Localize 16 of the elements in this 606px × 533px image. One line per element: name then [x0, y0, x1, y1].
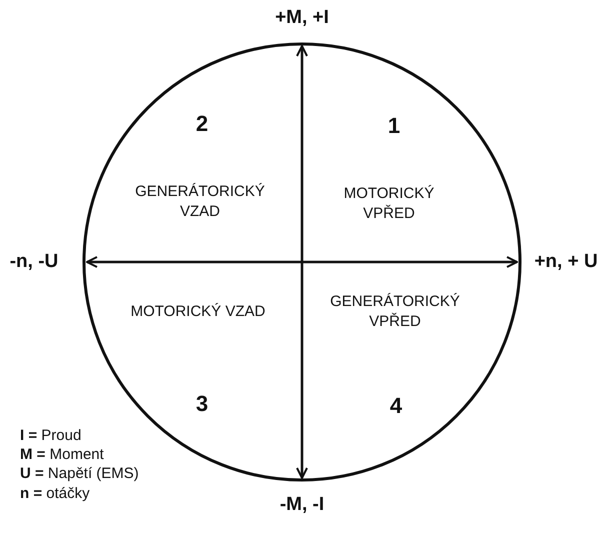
- axis-label: +M, +I: [275, 7, 329, 29]
- quadrant-label: MOTORICKÝ VZAD: [130, 302, 266, 322]
- quadrant-label: GENERÁTORICKÝ VZAD: [134, 182, 266, 222]
- quadrant-number: 1: [388, 113, 400, 139]
- quadrant-label: MOTORICKÝ VPŘED: [342, 184, 436, 224]
- quadrant-number: 3: [196, 391, 208, 417]
- legend-entry: n = otáčky: [20, 485, 90, 502]
- legend-entry: U = Napětí (EMS): [20, 465, 139, 482]
- quadrant-number: 2: [196, 111, 208, 137]
- axis-label: +n, + U: [534, 251, 598, 273]
- axis-label: -n, -U: [10, 251, 58, 273]
- legend-entry: I = Proud: [20, 427, 82, 444]
- axis-label: -M, -I: [280, 494, 324, 516]
- quadrant-number: 4: [390, 393, 402, 419]
- quadrant-label: GENERÁTORICKÝ VPŘED: [329, 292, 461, 332]
- legend-entry: M = Moment: [20, 446, 104, 463]
